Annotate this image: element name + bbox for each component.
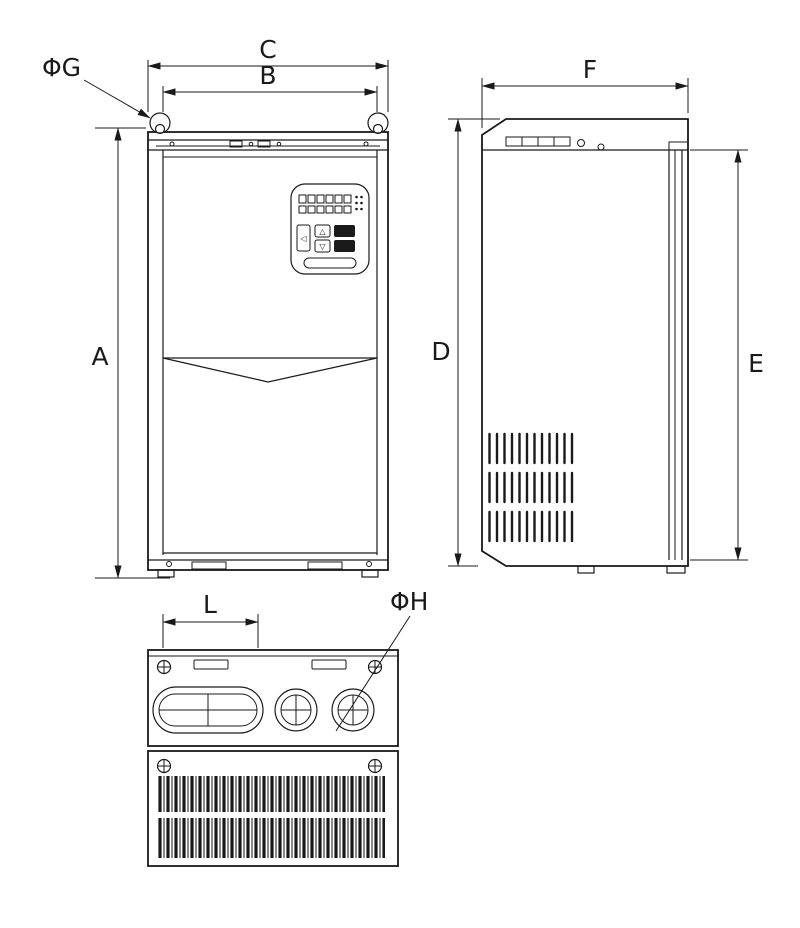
screw-grille-right — [367, 758, 383, 774]
cancel-button — [334, 240, 355, 252]
back-mounting-plate — [668, 141, 689, 560]
front-cover-edges — [162, 150, 378, 555]
mounting-keyhole-right — [367, 112, 389, 135]
dim-label-A: A — [91, 342, 108, 371]
down-arrow-glyph: ▽ — [319, 242, 326, 251]
down-button — [314, 239, 331, 253]
dim-F: F — [481, 55, 689, 128]
dim-label-L: L — [203, 590, 217, 619]
grille-slats-row-1 — [157, 776, 385, 812]
grille-slats-row-2 — [157, 818, 385, 858]
top-terminal-strip — [505, 136, 605, 151]
gland-plate-outline — [147, 649, 399, 747]
bottom-view — [147, 649, 399, 867]
cable-entry-hole-2 — [331, 688, 375, 732]
top-mounting-bracket — [148, 139, 388, 151]
mounting-keyhole-left — [149, 112, 171, 135]
dim-phi-H: ΦH — [335, 587, 428, 732]
enter-button — [334, 225, 355, 237]
keypad-display — [298, 194, 363, 214]
keypad: ◁ △ ▽ — [290, 183, 370, 275]
screw-top-left — [156, 659, 172, 675]
dim-label-phi-G: ΦG — [42, 53, 81, 82]
dimension-annotations: C B ΦG A F D — [42, 35, 764, 732]
front-view: ◁ △ ▽ — [147, 112, 389, 578]
dim-E: E — [690, 149, 764, 561]
cover-seam-chevron — [162, 357, 378, 383]
keypad-slot — [303, 257, 357, 269]
cable-entry-oval — [152, 686, 264, 734]
dim-label-F: F — [583, 55, 597, 84]
dim-A: A — [91, 127, 170, 579]
left-button — [296, 224, 311, 252]
dim-C: C — [147, 35, 389, 112]
keypad-buttons: ◁ △ ▽ — [296, 224, 355, 253]
left-arrow-glyph: ◁ — [299, 234, 306, 243]
dim-D: D — [431, 118, 500, 567]
screw-grille-left — [156, 758, 172, 774]
dim-B: B — [162, 61, 378, 112]
side-vent-grid — [486, 429, 578, 546]
cable-entry-hole-1 — [274, 688, 318, 732]
dim-label-C: C — [259, 35, 276, 64]
side-feet — [577, 565, 686, 574]
side-view — [481, 118, 689, 574]
up-button — [314, 224, 331, 238]
up-arrow-glyph: △ — [319, 227, 326, 236]
dim-label-phi-H: ΦH — [390, 587, 428, 616]
dim-L: L — [162, 590, 259, 648]
dim-phi-G: ΦG — [42, 53, 151, 119]
dim-label-B: B — [259, 61, 276, 90]
dim-label-D: D — [431, 337, 450, 366]
bottom-bracket — [148, 552, 388, 578]
dim-label-E: E — [748, 349, 764, 378]
